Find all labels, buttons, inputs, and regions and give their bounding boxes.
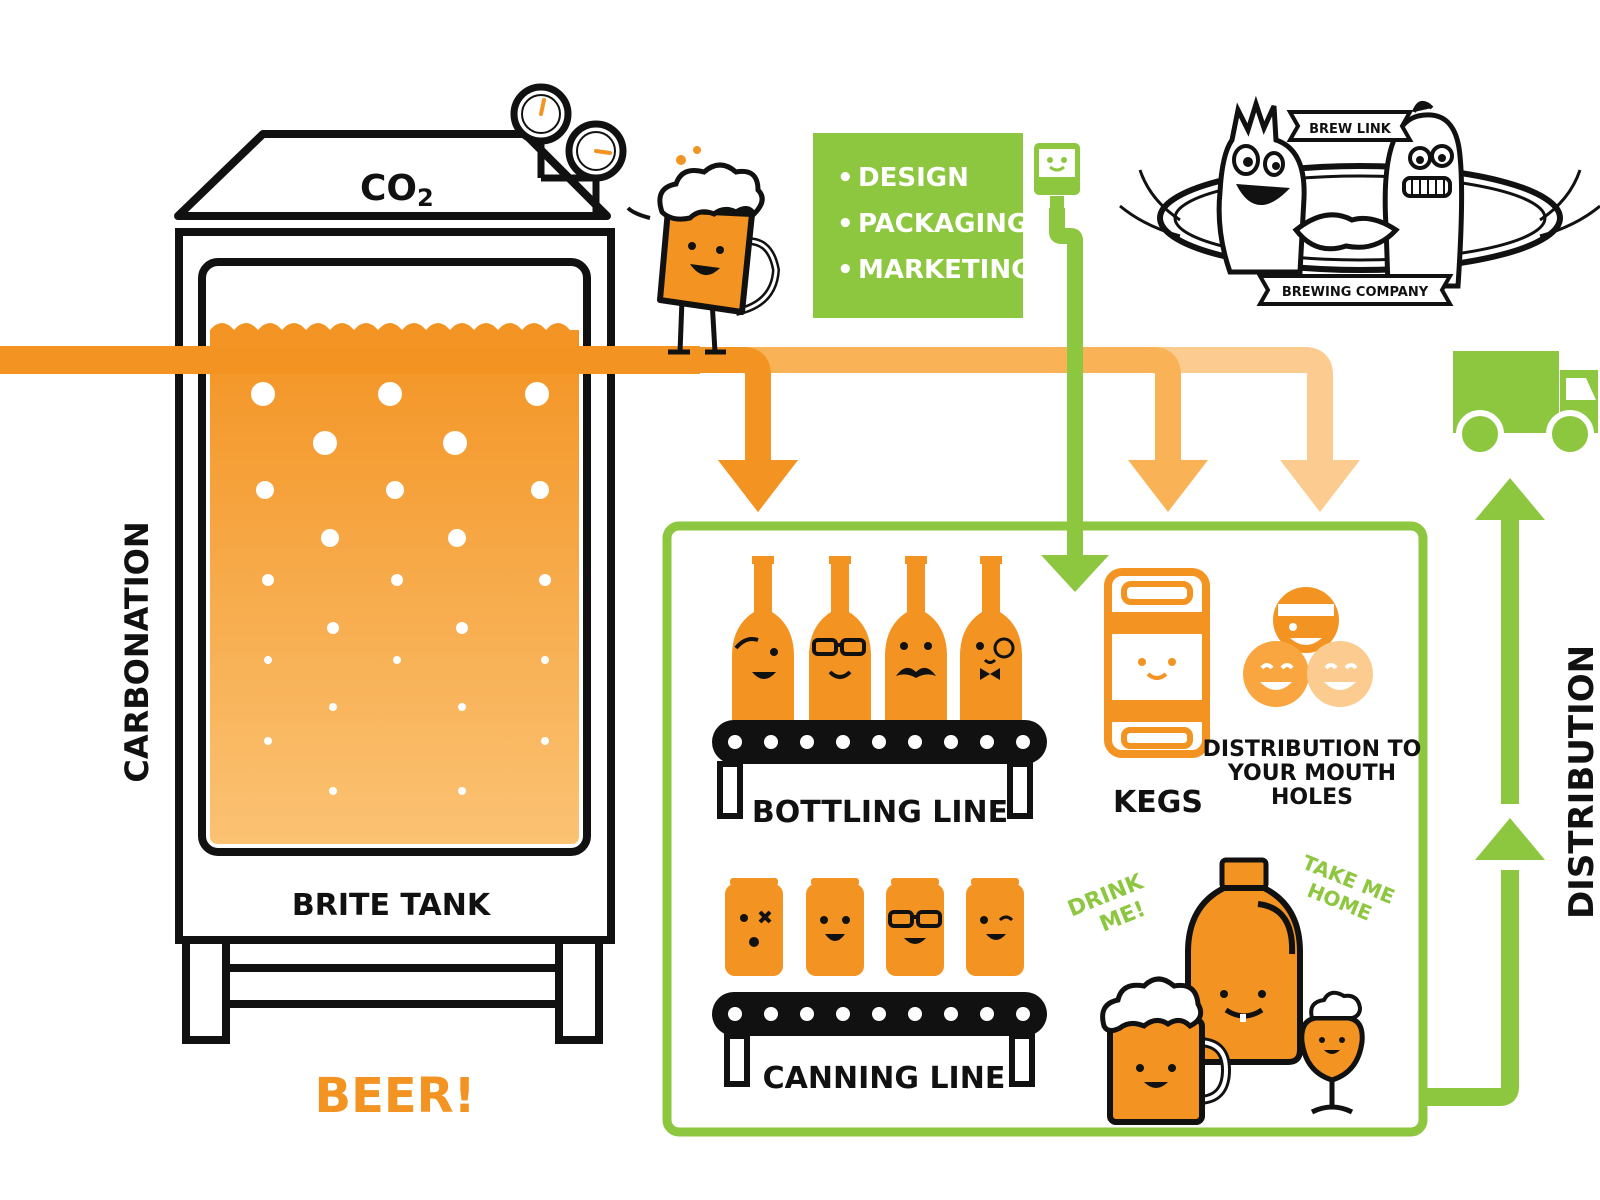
main-beer-pipe [0, 346, 700, 374]
gauge-icon [510, 83, 627, 216]
bubbles [251, 382, 551, 795]
truck-icon [1453, 351, 1598, 458]
bottling-line: BOTTLING LINE [712, 556, 1047, 830]
green-arrow-down [1041, 555, 1109, 592]
green-arrow-up [1475, 478, 1545, 520]
mouth-holes-line3: HOLES [1271, 785, 1353, 810]
svg-text:•: • [837, 209, 854, 239]
packaging-frame [662, 521, 1428, 1137]
bottle-icon [885, 556, 947, 736]
co2-label: CO2 [360, 168, 434, 212]
growler-icon [1185, 857, 1303, 1065]
service-item-packaging: PACKAGING [858, 209, 1028, 239]
logo-bottom-banner [1256, 274, 1454, 306]
mouth-holes-line1: DISTRIBUTION TO [1203, 737, 1422, 762]
smiley-icon [1243, 587, 1373, 707]
logo-top-banner [1286, 110, 1414, 142]
take-me-home-label: TAKE ME HOME [1299, 850, 1398, 925]
tank-stand [222, 964, 563, 1008]
service-item-marketing: MARKETING [858, 255, 1032, 285]
can-icon [886, 878, 944, 976]
brewlink-logo: BREW LINK BREWING COMPANY [1119, 95, 1600, 306]
bottle-icon [960, 556, 1022, 736]
kegs-label: KEGS [1113, 785, 1203, 820]
brite-tank-label: BRITE TANK [292, 888, 492, 923]
beer-label: BEER! [314, 1068, 475, 1124]
services-panel [813, 133, 1023, 318]
bottle-icon [732, 556, 794, 736]
mouth-holes-line2: YOUR MOUTH [1227, 761, 1396, 786]
keg-icon [1104, 568, 1210, 758]
service-item-design: DESIGN [858, 163, 969, 193]
can-icon [806, 878, 864, 976]
distribution-label: DISTRIBUTION [1562, 645, 1600, 919]
svg-text:•: • [837, 255, 854, 285]
can-icon [966, 878, 1024, 976]
canning-line: CANNING LINE [712, 878, 1047, 1096]
logo-top-text: BREW LINK [1309, 122, 1392, 137]
beer-mug-icon [1100, 976, 1232, 1125]
services-box: • DESIGN • PACKAGING • MARKETING [813, 133, 1080, 318]
drink-me-label: DRINK ME! [1064, 869, 1149, 937]
bottle-icon [809, 556, 871, 736]
canning-line-label: CANNING LINE [763, 1061, 1006, 1096]
computer-mascot-icon [1034, 143, 1080, 210]
logo-bottom-text: BREWING COMPANY [1282, 285, 1429, 300]
beer-mug-mascot-icon [626, 146, 781, 355]
svg-text:•: • [837, 163, 854, 193]
carbonation-label: CARBONATION [118, 521, 156, 782]
can-icon [725, 878, 783, 976]
tulip-glass-icon [1299, 990, 1365, 1115]
bottling-line-label: BOTTLING LINE [752, 795, 1008, 830]
green-pipes [1041, 208, 1545, 1106]
beer-pipes [0, 346, 1360, 512]
